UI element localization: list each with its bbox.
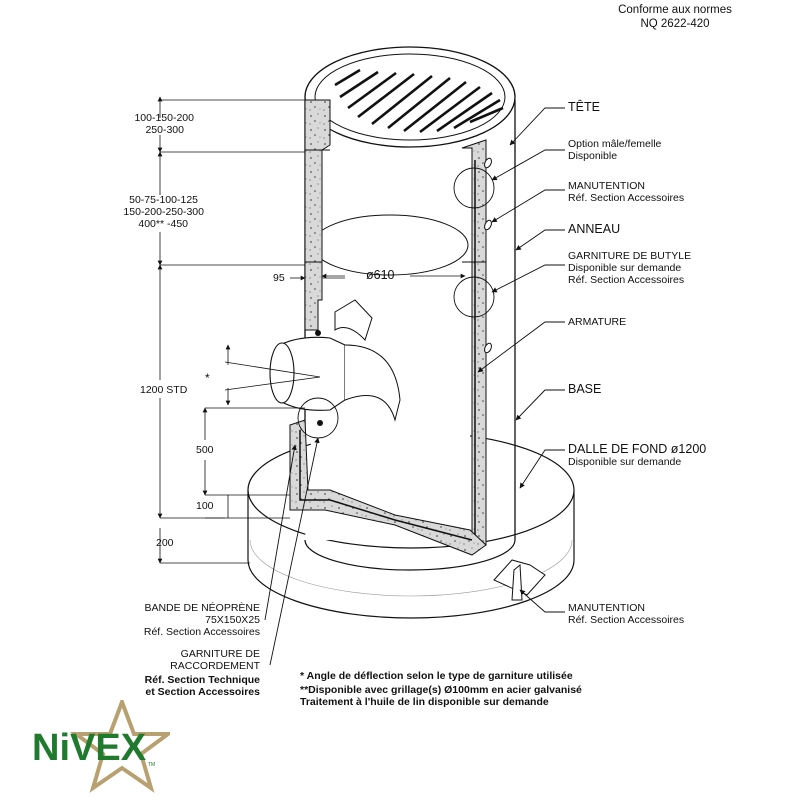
logo-star-icon: NiVEX TM — [32, 696, 175, 793]
callout-raccord-line2: RACCORDEMENT — [170, 660, 260, 672]
note-huile: Traitement à l'huile de lin disponible s… — [300, 696, 549, 708]
callout-raccord-line4: et Section Accessoires — [145, 686, 260, 698]
dim-height-std: 1200 STD — [140, 384, 188, 396]
logo-tm: TM — [148, 762, 155, 768]
right-wall-section — [461, 139, 487, 551]
dim-wall: 95 — [273, 272, 285, 284]
grate — [334, 68, 504, 134]
callout-dalle-line1: DALLE DE FOND ø1200 — [568, 442, 707, 456]
callout-neoprene-line3: Réf. Section Accessoires — [143, 626, 260, 638]
nivex-logo: NiVEX TM — [30, 696, 175, 795]
dim-diameter: ø610 — [366, 268, 395, 282]
logo-text: NiVEX — [32, 727, 147, 769]
dim-inlet-height: 500 — [196, 444, 214, 456]
conformity-line2: NQ 2622-420 — [640, 18, 710, 30]
cutaway-opening — [305, 130, 470, 540]
dim-base-thickness: 100 — [196, 500, 214, 512]
dim-anneau-line3: 400** -450 — [138, 218, 188, 230]
dimension-lines — [157, 96, 466, 564]
dim-anneau-line2: 150-200-250-300 — [123, 206, 204, 218]
callout-manutention-bottom: MANUTENTION — [568, 602, 645, 614]
dim-slab-thickness: 200 — [156, 537, 174, 549]
callout-armature: ARMATURE — [568, 316, 627, 328]
dim-deflection-mark: * — [205, 371, 210, 385]
callout-butyle-line1: GARNITURE DE BUTYLE — [568, 250, 692, 262]
dim-anneau-line1: 50-75-100-125 — [129, 194, 198, 206]
note-grillage: **Disponible avec grillage(s) Ø100mm en … — [300, 684, 582, 696]
dim-tete-line2: 250-300 — [145, 124, 184, 136]
callout-anneau: ANNEAU — [568, 222, 621, 236]
callout-raccord-line1: GARNITURE DE — [180, 648, 260, 660]
callout-manutention-top: MANUTENTION — [568, 180, 645, 192]
callout-base: BASE — [568, 382, 602, 396]
callout-tete: TÊTE — [568, 100, 600, 114]
base-floor-section — [289, 419, 487, 556]
callout-manutention-bottom-ref: Réf. Section Accessoires — [568, 614, 685, 626]
lifting-anchor — [493, 559, 546, 601]
callout-neoprene-line2: 75X150X25 — [205, 614, 260, 626]
callout-raccord-line3: Réf. Section Technique — [144, 674, 260, 686]
callout-option-line1: Option mâle/femelle — [568, 138, 662, 150]
inlet-pipe — [269, 299, 401, 426]
left-wall-section — [304, 99, 331, 331]
callout-option-line2: Disponible — [568, 150, 618, 162]
callout-dalle-line2: Disponible sur demande — [568, 456, 682, 468]
handling-holes — [484, 157, 492, 354]
callout-butyle-line2: Disponible sur demande — [568, 262, 682, 274]
note-deflection: * Angle de déflection selon le type de g… — [300, 670, 573, 682]
callout-neoprene-line1: BANDE DE NÉOPRÈNE — [144, 602, 260, 614]
callout-butyle-line3: Réf. Section Accessoires — [568, 274, 685, 286]
conformity-line1: Conforme aux normes — [618, 4, 732, 16]
dim-tete-line1: 100-150-200 — [134, 112, 194, 124]
leader-lines — [264, 107, 565, 666]
callout-manutention-top-ref: Réf. Section Accessoires — [568, 192, 685, 204]
